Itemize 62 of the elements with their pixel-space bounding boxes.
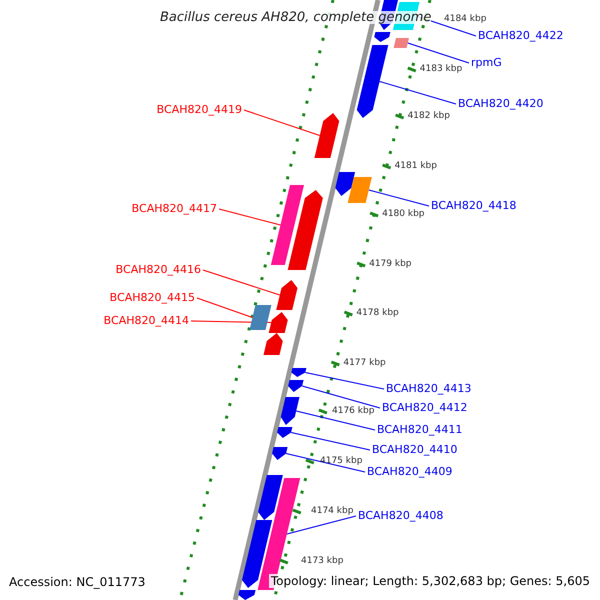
scale-label: 4182 kbp [408,112,450,121]
gene-glyph [374,32,390,42]
leader-line [304,372,384,390]
gene-block [394,38,409,48]
gene-label: BCAH820_4414 [104,315,189,326]
scale-label: 4181 kbp [394,162,437,171]
gene-block [250,305,272,330]
gene-label: BCAH820_4412 [382,402,468,413]
gene-glyph [356,45,388,118]
gene-glyph [258,475,283,520]
gene-block [348,177,372,203]
scale-label: 4178 kbp [356,309,399,318]
gene-label: rpmG [471,57,502,68]
scale-label: 4174 kbp [311,507,354,516]
gene-glyph [268,312,288,333]
gene-glyph [291,368,306,377]
gene-label: BCAH820_4413 [386,383,472,394]
title: Bacillus cereus AH820, complete genome [160,11,432,24]
accession-text: Accession: NC_011773 [9,576,146,588]
gene-glyph [242,520,272,588]
gene-label: BCAH820_4420 [458,98,544,109]
scale-label: 4180 kbp [382,210,424,219]
leader-line [290,432,370,450]
leader-line [302,386,380,408]
gene-label: BCAH820_4417 [132,203,217,214]
gene-glyph [335,172,356,196]
leader-line [286,516,356,534]
scale-label: 4179 kbp [369,260,412,269]
gene-label: BCAH820_4418 [431,200,516,211]
gene-label: BCAH820_4408 [358,510,444,521]
gene-label: BCAH820_4409 [367,466,452,477]
leader-line [379,81,456,104]
leader-line [296,410,376,430]
leader-line [368,190,430,206]
gene-glyph [277,427,292,438]
gene-glyph [288,190,323,270]
gene-label: BCAH820_4416 [116,264,201,275]
leader-line [407,42,470,64]
scale-label: 4184 kbp [444,15,486,24]
scale-label: 4175 kbp [320,457,362,466]
gene-glyph [276,280,298,310]
gene-glyph [288,380,304,392]
gene-label: BCAH820_4422 [478,30,564,41]
gene-label: BCAH820_4415 [110,292,195,303]
scale-label: 4183 kbp [420,65,462,74]
gene-glyph [314,113,340,158]
scale-label: 4176 kbp [332,407,374,416]
gene-label: BCAH820_4410 [372,444,458,455]
gene-glyph [272,447,288,460]
leader-line [196,298,253,318]
scale-label: 4177 kbp [343,359,386,368]
gene-glyph [280,397,300,425]
gene-block [270,185,304,265]
gene-label: BCAH820_4411 [377,424,462,435]
gene-label: BCAH820_4419 [156,104,242,115]
leader-line [218,208,281,226]
genome-summary-text: Topology: linear; Length: 5,302,683 bp; Genes: 5,605 [268,574,592,588]
gene-glyph [264,333,283,355]
leader-line [202,270,280,296]
leader-line [244,110,320,136]
gene-glyph [238,590,256,600]
leader-line [286,453,366,472]
